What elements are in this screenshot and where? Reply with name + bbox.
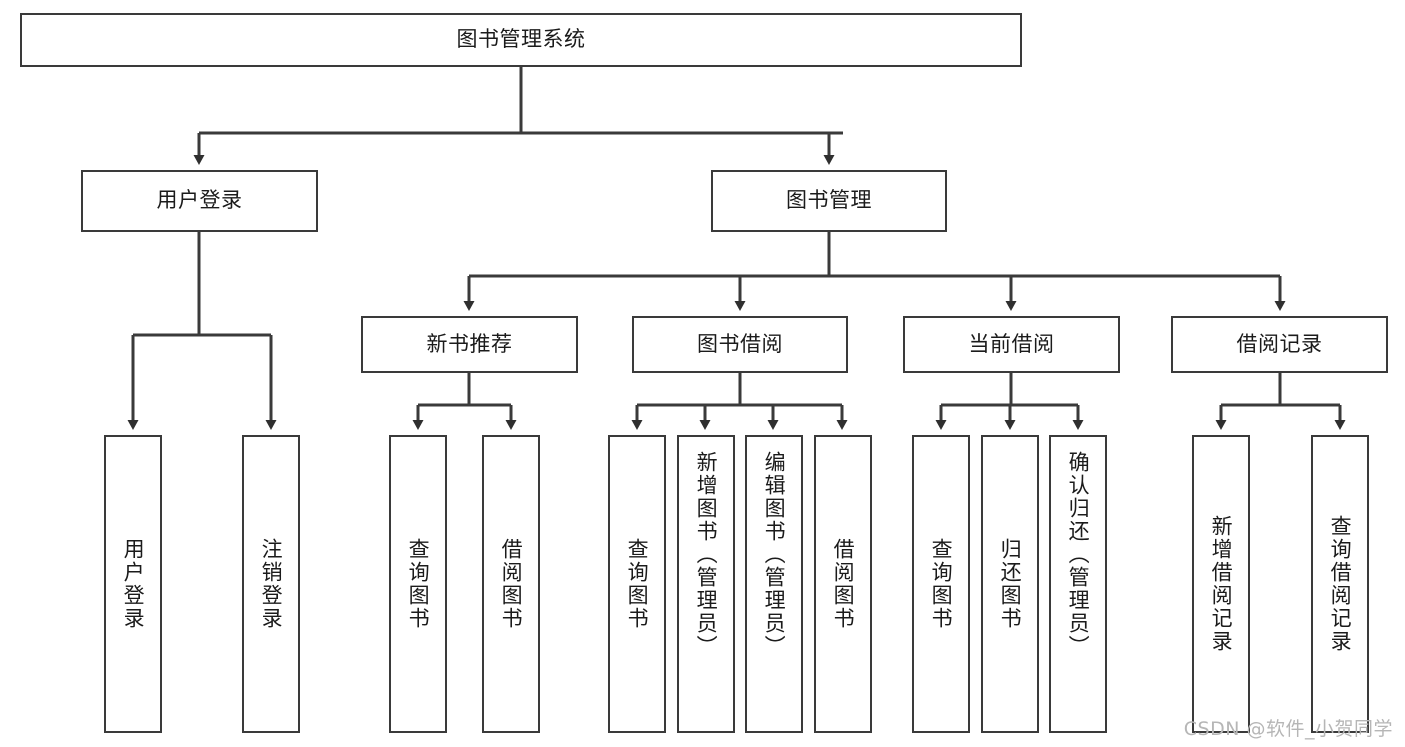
leaf-new-book-1[interactable]: 查询图书 xyxy=(389,435,447,733)
leaf-book-borrow-4[interactable]: 借阅图书 xyxy=(814,435,872,733)
node-root-label: 图书管理系统 xyxy=(456,27,586,52)
node-book-borrow-label: 图书借阅 xyxy=(697,331,783,356)
leaf-current-borrow-3-label: 确认归还（管理员） xyxy=(1066,451,1091,658)
leaf-book-borrow-3-label: 编辑图书（管理员） xyxy=(762,451,787,658)
leaf-book-borrow-4-label: 借阅图书 xyxy=(831,538,856,630)
node-borrow-record[interactable]: 借阅记录 xyxy=(1171,316,1388,373)
leaf-user-login-1[interactable]: 用户登录 xyxy=(104,435,162,733)
node-new-book-recommend[interactable]: 新书推荐 xyxy=(361,316,578,373)
leaf-current-borrow-3[interactable]: 确认归还（管理员） xyxy=(1049,435,1107,733)
node-new-book-recommend-label: 新书推荐 xyxy=(426,331,513,356)
node-current-borrow[interactable]: 当前借阅 xyxy=(903,316,1120,373)
node-book-borrow[interactable]: 图书借阅 xyxy=(632,316,848,373)
leaf-book-borrow-2-label: 新增图书（管理员） xyxy=(694,451,719,658)
node-user-login[interactable]: 用户登录 xyxy=(81,170,318,232)
node-book-management-label: 图书管理 xyxy=(786,188,872,213)
leaf-borrow-record-2[interactable]: 查询借阅记录 xyxy=(1311,435,1369,733)
leaf-book-borrow-3[interactable]: 编辑图书（管理员） xyxy=(745,435,803,733)
leaf-borrow-record-2-label: 查询借阅记录 xyxy=(1328,515,1353,653)
leaf-user-login-2-label: 注销登录 xyxy=(259,538,284,630)
leaf-book-borrow-1-label: 查询图书 xyxy=(625,538,650,630)
leaf-current-borrow-2[interactable]: 归还图书 xyxy=(981,435,1039,733)
leaf-new-book-1-label: 查询图书 xyxy=(406,538,431,630)
leaf-borrow-record-1-label: 新增借阅记录 xyxy=(1209,515,1234,653)
leaf-new-book-2[interactable]: 借阅图书 xyxy=(482,435,540,733)
node-root[interactable]: 图书管理系统 xyxy=(20,13,1022,67)
leaf-current-borrow-2-label: 归还图书 xyxy=(998,538,1023,630)
leaf-book-borrow-2[interactable]: 新增图书（管理员） xyxy=(677,435,735,733)
node-user-login-label: 用户登录 xyxy=(156,188,243,213)
leaf-book-borrow-1[interactable]: 查询图书 xyxy=(608,435,666,733)
leaf-user-login-1-label: 用户登录 xyxy=(121,538,146,630)
leaf-new-book-2-label: 借阅图书 xyxy=(499,538,524,630)
node-book-management[interactable]: 图书管理 xyxy=(711,170,947,232)
leaf-current-borrow-1-label: 查询图书 xyxy=(929,538,954,630)
node-borrow-record-label: 借阅记录 xyxy=(1236,331,1323,356)
node-current-borrow-label: 当前借阅 xyxy=(968,331,1055,356)
leaf-user-login-2[interactable]: 注销登录 xyxy=(242,435,300,733)
leaf-borrow-record-1[interactable]: 新增借阅记录 xyxy=(1192,435,1250,733)
leaf-current-borrow-1[interactable]: 查询图书 xyxy=(912,435,970,733)
